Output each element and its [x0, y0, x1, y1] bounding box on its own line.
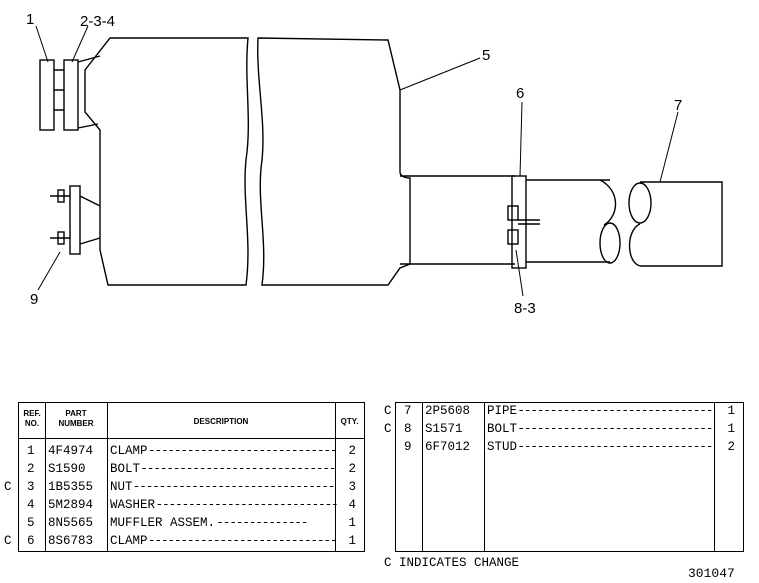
change-mark: C	[384, 422, 392, 436]
change-mark: C	[384, 404, 392, 418]
description-cell: CLAMP	[110, 534, 148, 548]
qty-cell: 1	[727, 422, 735, 436]
callout-6: 6	[516, 85, 524, 102]
part-number-cell: 2P5608	[425, 404, 471, 418]
qty-cell: 1	[727, 404, 735, 418]
qty-cell: 2	[348, 444, 356, 458]
ref-no-cell: 4	[27, 498, 35, 512]
leader-dots: ------------------------------	[517, 440, 713, 454]
header-ref-no: REF.NO.	[23, 409, 41, 428]
exploded-view-drawing: 1 2-3-4 5 6 7 9 8-3	[26, 11, 723, 317]
callout-5: 5	[482, 47, 490, 64]
description-cell: NUT	[110, 480, 133, 494]
ref-no-cell: 8	[404, 422, 412, 436]
leader-dots: -----------------------------	[148, 534, 338, 548]
qty-cell: 2	[727, 440, 735, 454]
leader-dots: -------------------------------	[132, 480, 336, 494]
table-row: 3 1B5355 NUT------------------------------…	[19, 479, 364, 496]
part-number-cell: 1B5355	[48, 480, 94, 494]
callout-2-3-4: 2-3-4	[80, 13, 115, 30]
part-number-cell: 5M2894	[48, 498, 94, 512]
ref-no-cell: 5	[27, 516, 35, 530]
ref-no-cell: 1	[27, 444, 35, 458]
part-number-cell: 8N5565	[48, 516, 94, 530]
leader-dots: ------------------------------	[517, 404, 713, 418]
leader-dots: ----------------------------	[155, 498, 339, 512]
ref-no-cell: 9	[404, 440, 412, 454]
part-number-cell: 4F4974	[48, 444, 94, 458]
table-row: 9 6F7012 STUD-----------------------------…	[396, 439, 743, 456]
part-number-cell: 6F7012	[425, 440, 471, 454]
change-mark: C	[4, 480, 12, 494]
change-mark: C	[4, 534, 12, 548]
callout-9: 9	[30, 291, 38, 308]
muffler-body-right	[257, 37, 411, 286]
table-row: 2 S1590 BOLT------------------------------…	[19, 461, 364, 478]
table-row: 5 8N5565 MUFFLER ASSEM.-------------- 1	[19, 515, 364, 532]
qty-cell: 1	[348, 534, 356, 548]
ref-no-cell: 3	[27, 480, 35, 494]
table-row: 4 5M2894 WASHER---------------------------…	[19, 497, 364, 514]
ref-no-cell: 7	[404, 404, 412, 418]
qty-cell: 3	[348, 480, 356, 494]
leader-dots: ------------------------------	[140, 462, 336, 476]
muffler-body-left	[84, 37, 249, 286]
description-cell: BOLT	[110, 462, 141, 476]
header-description: DESCRIPTION	[193, 417, 249, 426]
qty-cell: 1	[348, 516, 356, 530]
description-cell: MUFFLER ASSEM.	[110, 516, 216, 530]
description-cell: STUD	[487, 440, 518, 454]
table-row: 8 S1571 BOLT------------------------------…	[396, 421, 743, 438]
callout-1: 1	[26, 11, 34, 28]
description-cell: BOLT	[487, 422, 518, 436]
qty-cell: 4	[348, 498, 356, 512]
callout-8-3: 8-3	[514, 300, 536, 317]
table-row: 6 8S6783 CLAMP----------------------------…	[19, 533, 364, 550]
table-row: 1 4F4974 CLAMP----------------------------…	[19, 443, 364, 460]
part-number-cell: S1590	[48, 462, 86, 476]
header-qty: QTY.	[340, 417, 359, 426]
part-number-cell: 8S6783	[48, 534, 94, 548]
leader-dots: ------------------------------	[517, 422, 713, 436]
description-cell: CLAMP	[110, 444, 148, 458]
clamp-band-drawing	[511, 175, 527, 269]
leader-dots: -----------------------------	[148, 444, 338, 458]
part-number-cell: S1571	[425, 422, 463, 436]
qty-cell: 2	[348, 462, 356, 476]
change-note: C INDICATES CHANGE	[384, 556, 520, 570]
leader-dots: --------------	[216, 516, 308, 530]
illustration-number: 301047	[688, 566, 735, 581]
table-row: 7 2P5608 PIPE-----------------------------…	[396, 403, 743, 420]
description-cell: WASHER	[110, 498, 156, 512]
ref-no-cell: 2	[27, 462, 35, 476]
description-cell: PIPE	[487, 404, 518, 418]
ref-no-cell: 6	[27, 534, 35, 548]
callout-7: 7	[674, 97, 682, 114]
